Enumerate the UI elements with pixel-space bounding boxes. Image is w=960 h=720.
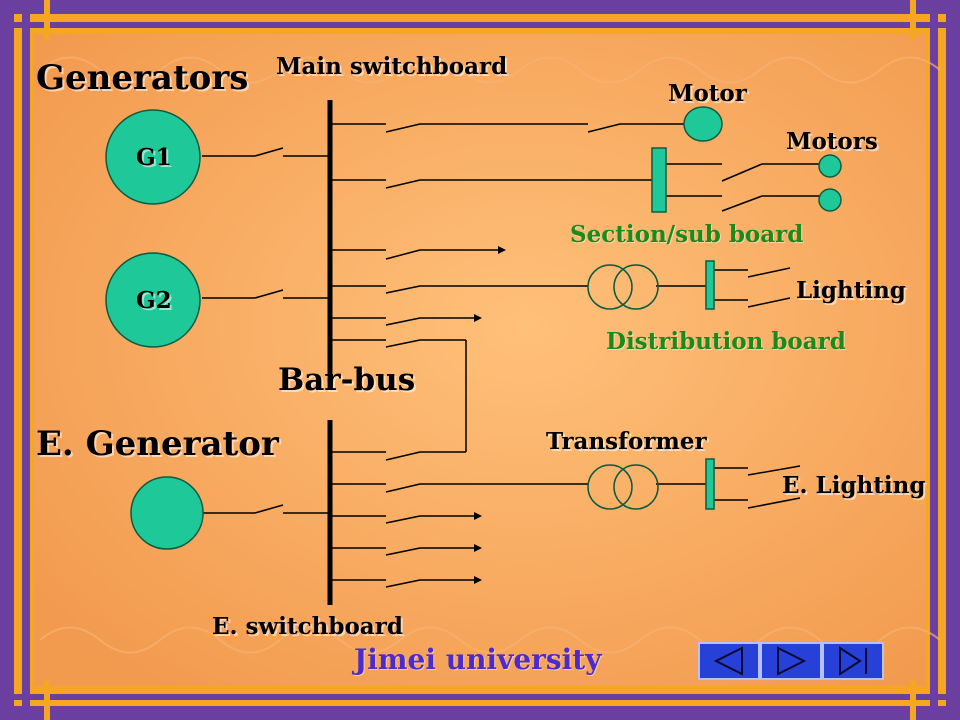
generator-g1-label: G1 (136, 144, 172, 171)
triangle-left-icon (713, 646, 743, 676)
arrow-icon (474, 544, 482, 552)
emergency-generator-heading: E. Generator (36, 424, 279, 464)
motor-symbol (818, 188, 842, 212)
motor-symbol (683, 106, 723, 142)
arrow-icon (474, 314, 482, 322)
section-sub-board-label: Section/sub board (570, 221, 804, 248)
section-sub-board-symbol (651, 147, 667, 213)
distribution-board-symbol (705, 260, 715, 310)
emergency-lighting-label: E. Lighting (782, 472, 926, 499)
generator-g1-symbol (105, 109, 201, 205)
footer-university: Jimei university (354, 643, 602, 676)
motor-symbol (818, 154, 842, 178)
transformer-label: Transformer (546, 428, 707, 455)
distribution-board-label: Distribution board (606, 328, 846, 355)
emergency-switchboard-label: E. switchboard (212, 613, 403, 640)
feeder-arrowheads (474, 246, 506, 584)
arrow-icon (498, 246, 506, 254)
emergency-transformer-symbol (587, 464, 659, 510)
previous-slide-button[interactable] (698, 642, 760, 680)
motors-label: Motors (786, 128, 878, 155)
skip-to-end-icon (839, 646, 867, 676)
emergency-generator-symbol (130, 476, 204, 550)
emergency-lighting-board-symbol (705, 458, 715, 510)
arrow-icon (474, 512, 482, 520)
motor-label: Motor (668, 80, 747, 107)
next-slide-button[interactable] (760, 642, 822, 680)
arrow-icon (474, 576, 482, 584)
generator-g2-symbol (105, 252, 201, 348)
transformer-symbol (587, 264, 659, 310)
last-slide-button[interactable] (822, 642, 884, 680)
generator-g2-label: G2 (136, 287, 172, 314)
generators-heading: Generators (36, 58, 249, 98)
main-switchboard-label: Main switchboard (276, 53, 508, 80)
bar-bus-label: Bar-bus (278, 362, 416, 398)
lighting-label: Lighting (796, 277, 906, 304)
triangle-right-icon (777, 646, 807, 676)
